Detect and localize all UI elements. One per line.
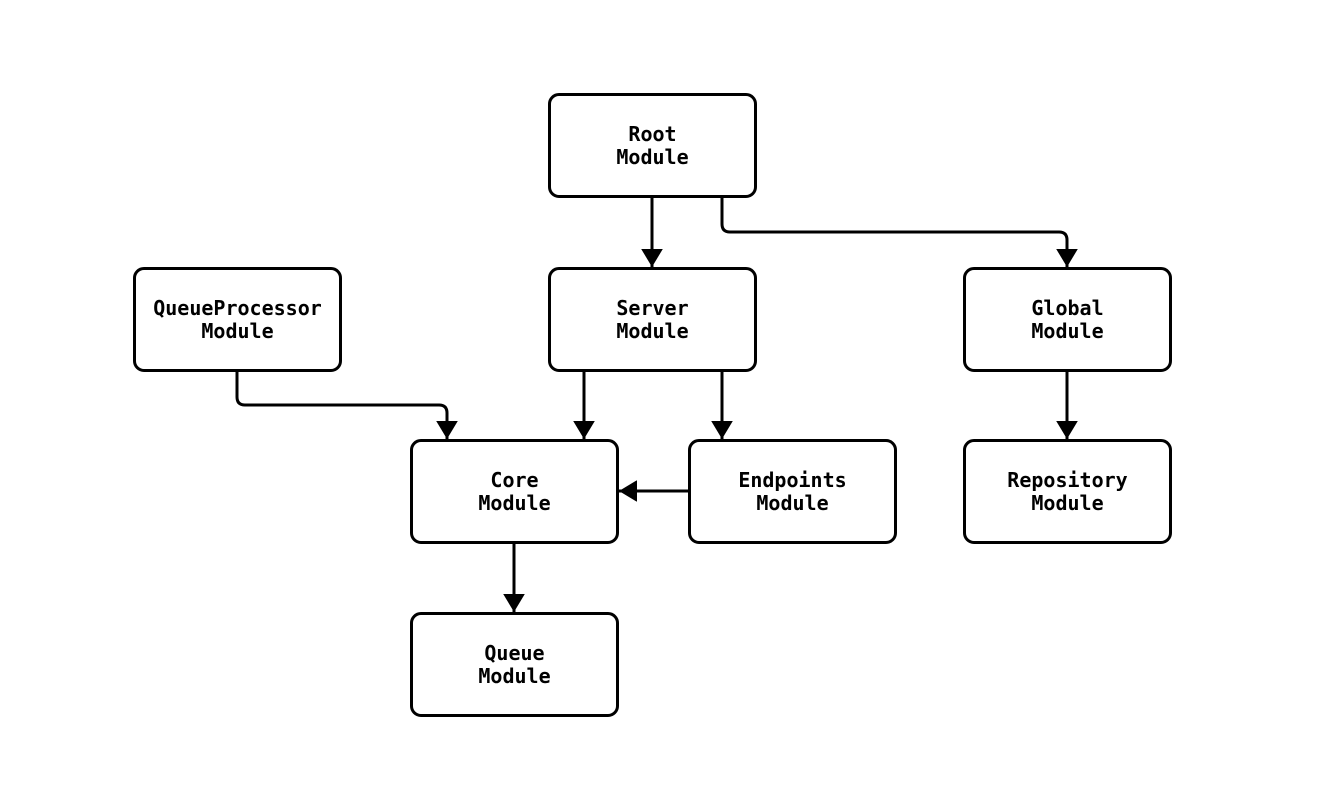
node-label: Root Module [616, 121, 689, 169]
node-server-module: Server Module [548, 267, 757, 372]
node-label: Repository Module [1007, 467, 1128, 515]
node-label: Global Module [1031, 295, 1104, 343]
node-queueprocessor-module: QueueProcessor Module [133, 267, 342, 372]
node-global-module: Global Module [963, 267, 1172, 372]
node-label: Queue Module [478, 640, 551, 688]
node-label: Server Module [616, 295, 689, 343]
edges-group [235, 198, 1078, 612]
node-label: Endpoints Module [738, 467, 847, 515]
edge-root-to-global [720, 198, 1078, 267]
node-label: Core Module [478, 467, 551, 515]
node-root-module: Root Module [548, 93, 757, 198]
node-label: QueueProcessor Module [153, 295, 322, 343]
edge-queueprocessor-to-core [235, 372, 458, 439]
node-queue-module: Queue Module [410, 612, 619, 717]
node-endpoints-module: Endpoints Module [688, 439, 897, 544]
node-repository-module: Repository Module [963, 439, 1172, 544]
node-core-module: Core Module [410, 439, 619, 544]
